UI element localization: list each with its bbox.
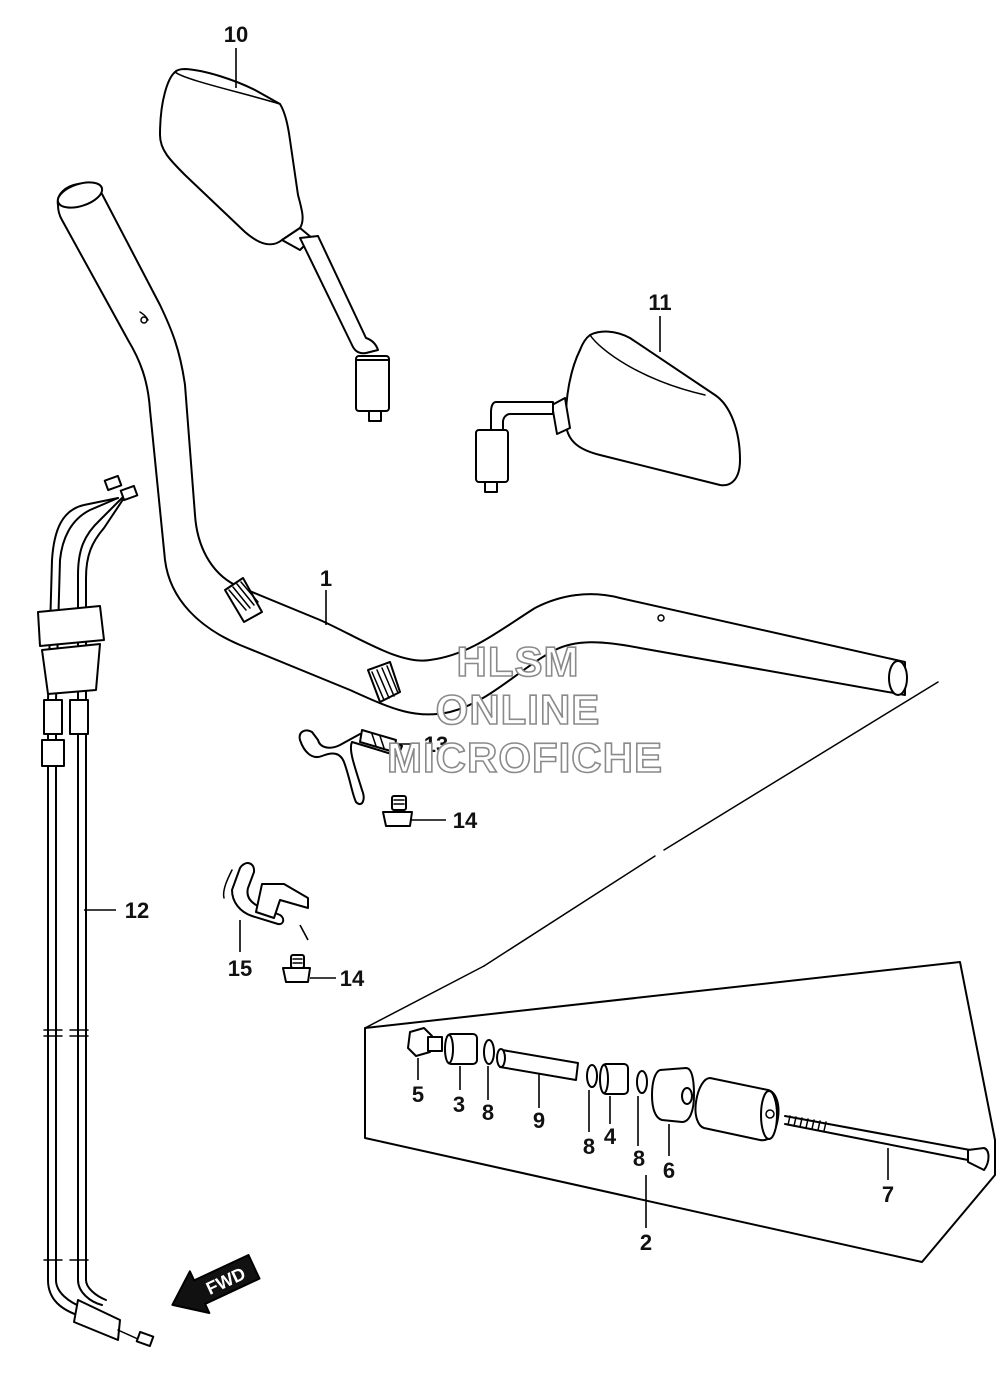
inner-weight-6[interactable]: [651, 1067, 695, 1123]
callout-14a: 14: [453, 808, 478, 833]
callout-15: 15: [228, 956, 252, 981]
callout-7: 7: [882, 1182, 894, 1207]
washer-8b[interactable]: [586, 1064, 598, 1088]
callout-5: 5: [412, 1082, 424, 1107]
callout-1: 1: [320, 566, 332, 591]
callout-8c: 8: [633, 1146, 645, 1171]
callout-6: 6: [663, 1158, 675, 1183]
watermark-line1: HLSM: [457, 638, 580, 685]
mirror-right[interactable]: [475, 330, 741, 493]
handlebar[interactable]: [55, 177, 908, 716]
spacer-tube-9[interactable]: [496, 1048, 579, 1081]
fwd-arrow-icon: FWD: [171, 1254, 261, 1315]
leader-lines: [84, 48, 889, 1228]
watermark-line3: MICROFICHE: [387, 734, 663, 781]
callouts: 10 11 1 13 14 12 15 14 5 3 8 9 8 4 8 6 7…: [125, 22, 894, 1255]
callout-4: 4: [604, 1124, 617, 1149]
bar-end-weight[interactable]: [694, 1077, 780, 1142]
bolt-upper[interactable]: [382, 795, 413, 827]
throttle-cable[interactable]: [37, 474, 155, 1348]
callout-13: 13: [424, 732, 448, 757]
callout-11: 11: [648, 290, 671, 315]
cable-clamp-lower[interactable]: [222, 862, 309, 926]
bar-end-assembly-box: [364, 681, 996, 1263]
callout-3: 3: [453, 1092, 465, 1117]
callout-12: 12: [125, 898, 149, 923]
rubber-bushing-3[interactable]: [444, 1033, 478, 1065]
callout-8a: 8: [482, 1100, 494, 1125]
callout-9: 9: [533, 1108, 545, 1133]
collar-nut[interactable]: [407, 1027, 443, 1057]
watermark: HLSM ONLINE MICROFICHE: [386, 637, 663, 782]
watermark-line2: ONLINE: [436, 686, 601, 733]
washer-8a[interactable]: [483, 1039, 495, 1065]
callout-10: 10: [224, 22, 248, 47]
mirror-left[interactable]: [159, 68, 390, 422]
callout-8b: 8: [583, 1134, 595, 1159]
bolt-lower[interactable]: [282, 954, 311, 983]
long-screw-7[interactable]: [784, 1115, 990, 1171]
rubber-bushing-4[interactable]: [599, 1063, 629, 1095]
callout-14b: 14: [340, 966, 365, 991]
cable-clamp-upper[interactable]: [298, 729, 403, 806]
washer-8c[interactable]: [636, 1070, 648, 1094]
callout-2: 2: [640, 1230, 652, 1255]
